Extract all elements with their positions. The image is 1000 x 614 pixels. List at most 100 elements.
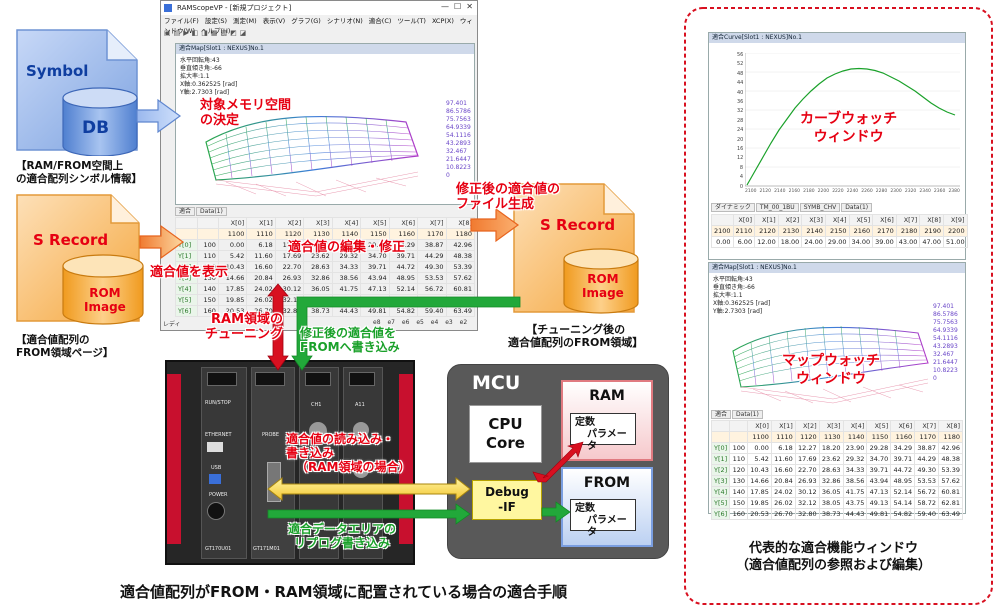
menu-bar[interactable]: ファイル(F) 設定(S) 測定(M) 表示(V) グラフ(G) シナリオ(N) 適合(C)… xyxy=(164,16,477,36)
symbol-db-document xyxy=(16,29,138,156)
hw-label-a11: A11 xyxy=(355,402,365,408)
power-button[interactable] xyxy=(207,502,225,520)
label-target-memory: 対象メモリ空間の決定 xyxy=(200,98,292,128)
arrow-read-write xyxy=(267,476,471,502)
ramscope-window: RAMScopeVP - [新規プロジェクト] — ☐ ✕ ファイル(F) 設定(… xyxy=(160,0,478,333)
menu-help[interactable]: ヘルプ(H) xyxy=(201,27,231,35)
arrow-window-to-output xyxy=(470,207,520,243)
hw-label-probe: PROBE xyxy=(262,432,280,438)
usb-port[interactable] xyxy=(209,474,221,484)
hw-connector xyxy=(207,372,237,386)
ch-knob xyxy=(353,422,369,438)
curve-plot xyxy=(745,53,960,187)
curve-data-table[interactable]: X[0]X[1]X[2]X[3]X[4]X[5]X[6]X[7]X[8]X[9]… xyxy=(711,214,968,248)
hw-right-rail xyxy=(399,374,413,544)
debug-if-box: Debug-IF xyxy=(472,480,542,520)
map-watch-label: マップウォッチウィンドウ xyxy=(782,353,880,387)
tab-data1[interactable]: Data(1) xyxy=(732,410,763,419)
menu-graph[interactable]: グラフ(G) xyxy=(291,17,321,25)
menu-file[interactable]: ファイル(F) xyxy=(164,17,199,25)
symbol-label: Symbol xyxy=(26,62,89,80)
app-icon xyxy=(164,4,172,12)
window-controls[interactable]: — ☐ ✕ xyxy=(440,2,473,11)
symbol-caption: 【RAM/FROM空間上の適合配列シンボル情報】 xyxy=(16,160,142,185)
tab-calibration[interactable]: 適合 xyxy=(711,410,732,419)
output-srecord-label: S Record xyxy=(540,216,616,234)
menu-view[interactable]: 表示(V) xyxy=(262,17,286,25)
menu-measure[interactable]: 測定(M) xyxy=(233,17,257,25)
hw-connector xyxy=(305,372,331,386)
curve-window-title: 適合Curve[Slot1 : NEXUS]No.1 xyxy=(709,33,965,43)
arrow-debug-to-ram xyxy=(532,441,584,483)
menu-xcp[interactable]: XCP(X) xyxy=(431,17,454,25)
menu-window[interactable]: ウィンドウ(W) xyxy=(164,17,473,35)
srecord-label: S Record xyxy=(33,231,109,249)
ch1-knob xyxy=(309,422,327,440)
ram-param-box: 定数パラメータ xyxy=(570,413,636,452)
arrow-db-to-window xyxy=(136,98,182,134)
hw-connector xyxy=(255,372,285,386)
hw-module-1 xyxy=(201,367,247,559)
table-header-row: X[0]X[1]X[2]X[3]X[4]X[5]X[6]X[7]X[8]X[9] xyxy=(711,214,968,226)
tab-symb[interactable]: SYMB_CHV xyxy=(799,203,841,212)
label-reprog: 適合データエリアのリプログ書き込み xyxy=(288,522,397,550)
menu-tools[interactable]: ツール(T) xyxy=(397,17,426,25)
srecord-document xyxy=(16,194,144,325)
tab-data1[interactable]: Data(1) xyxy=(196,207,227,216)
from-label: FROM xyxy=(583,475,631,491)
arrow-from-write xyxy=(291,296,521,371)
map-window-title: 適合Map[Slot1 : NEXUS]No.1 xyxy=(176,44,474,54)
menu-scenario[interactable]: シナリオ(N) xyxy=(326,17,363,25)
tab-data1[interactable]: Data(1) xyxy=(841,203,873,212)
tab-tm[interactable]: TM_00_1BU xyxy=(755,203,799,212)
arrow-srecord-to-window xyxy=(139,224,185,260)
output-caption: 【チューニング後の適合値配列のFROM領域】 xyxy=(508,323,644,349)
window-title: RAMScopeVP - [新規プロジェクト] xyxy=(161,1,477,15)
status-tabs[interactable]: e8 e7 e6 e5 e4 e3 e2 e1 xyxy=(373,319,468,333)
label-ram-tuning: RAM領域のチューニング xyxy=(205,312,284,342)
db-label: DB xyxy=(82,118,110,138)
hw-label-ethernet: ETHERNET xyxy=(205,432,232,438)
toolbar[interactable]: ▣▤▶◧◨▦▧◩◪ xyxy=(164,29,250,37)
tab-dynamic[interactable]: ダイナミック xyxy=(711,203,755,212)
ethernet-port[interactable] xyxy=(207,442,223,452)
hw-label-ch1: CH1 xyxy=(311,402,322,408)
mcu-title: MCU xyxy=(472,372,521,394)
menu-settings[interactable]: 設定(S) xyxy=(204,17,228,25)
hw-module-3 xyxy=(299,367,339,559)
menu-calibration[interactable]: 適合(C) xyxy=(368,17,392,25)
map-watch-table[interactable]: X[0]X[1]X[2]X[3]X[4]X[5]X[6]X[7]X[8] 110… xyxy=(710,420,963,520)
table-header-row: X[0]X[1]X[2]X[3]X[4]X[5]X[6]X[7]X[8] xyxy=(710,420,963,432)
output-srecord-document xyxy=(513,183,639,314)
hw-label-model2: GT171M01 xyxy=(253,546,280,552)
tab-calibration[interactable]: 適合 xyxy=(175,207,196,216)
from-param-box: 定数パラメータ xyxy=(570,499,636,538)
